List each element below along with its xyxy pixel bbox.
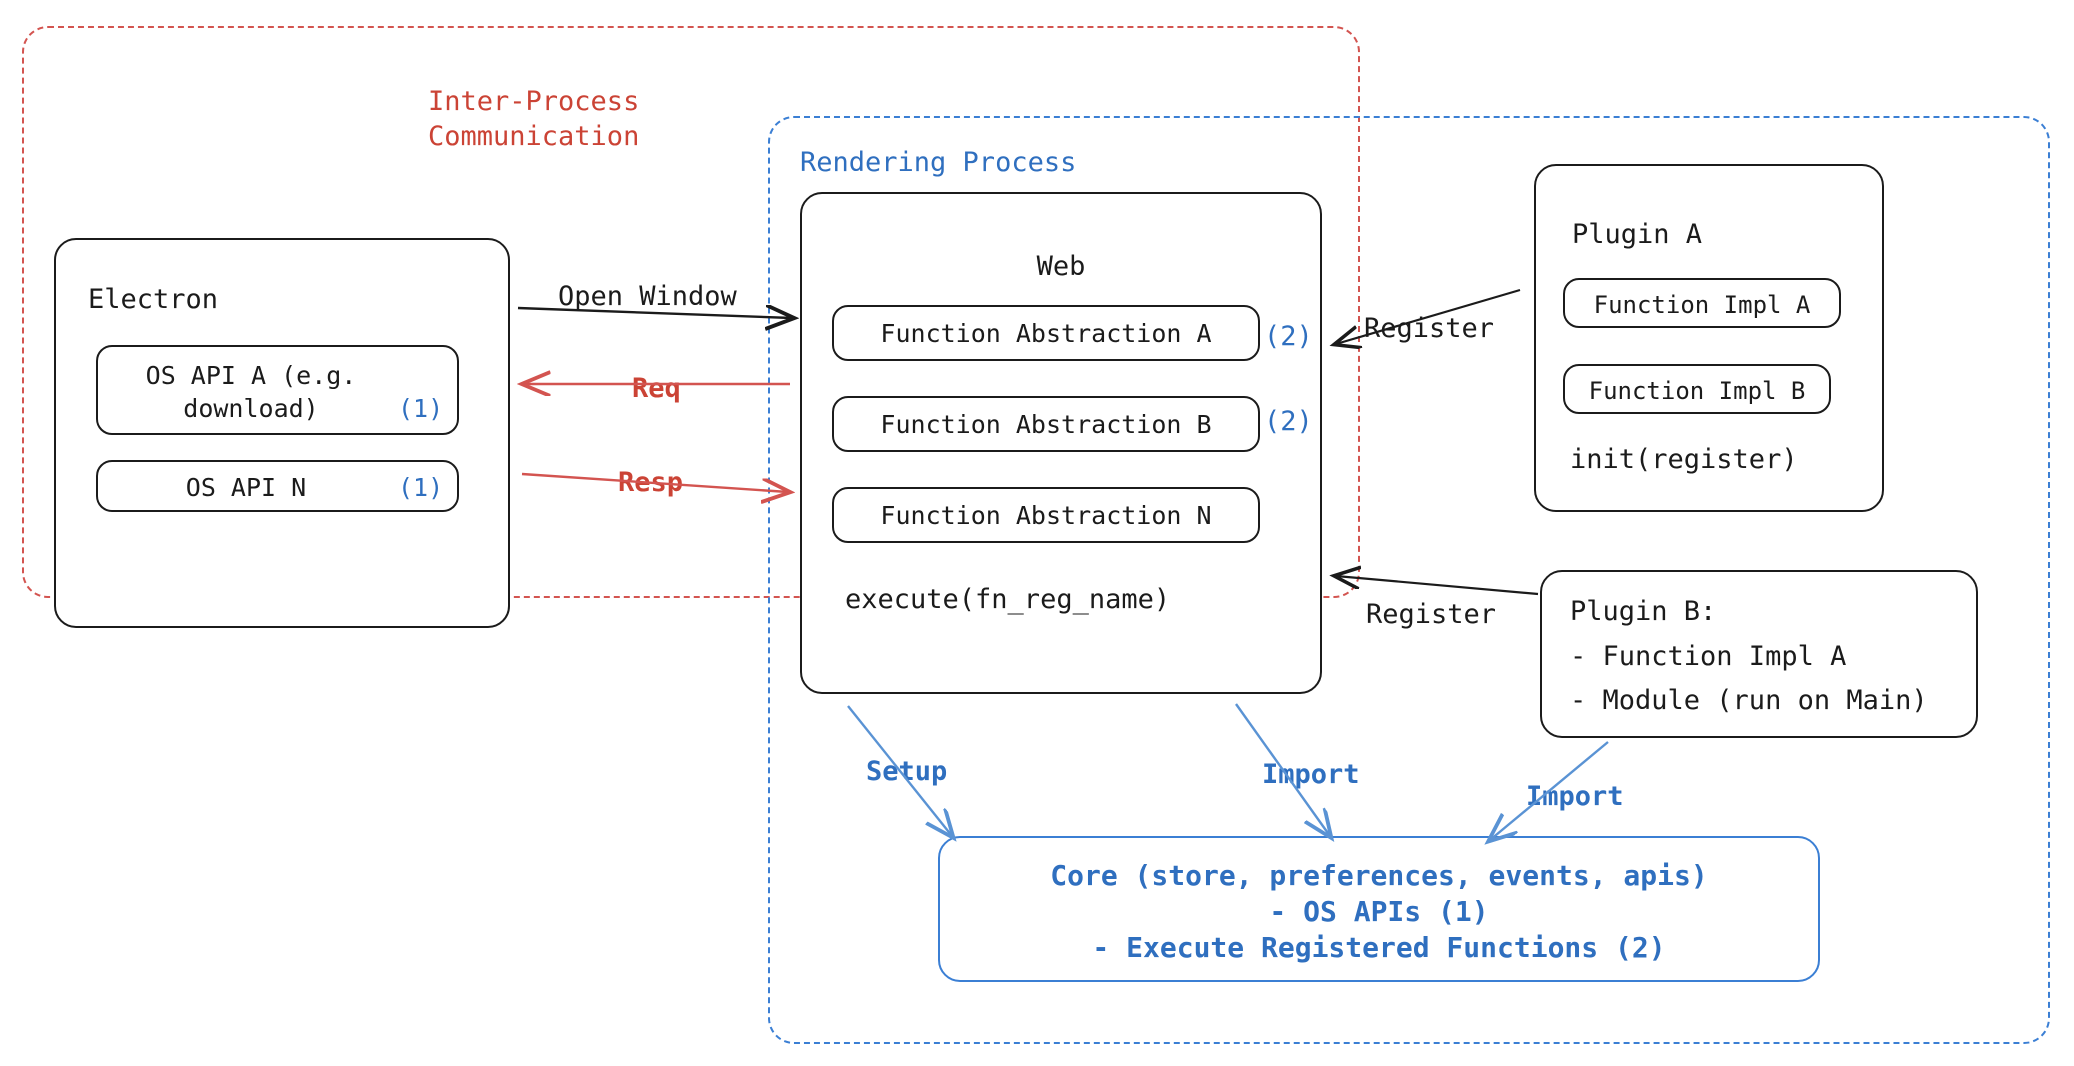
edge-label-register-plugin-b: Register — [1362, 598, 1501, 633]
plugin-a-box[interactable] — [1534, 164, 1884, 512]
function-abstraction-a-box[interactable] — [832, 305, 1260, 361]
os-api-a-label-line1: OS API A (e.g. — [145, 361, 357, 390]
function-abstraction-n-label: Function Abstraction N — [880, 501, 1212, 530]
edge-label-import-plugin-b: Import — [1522, 780, 1628, 815]
edge-label-import-web: Import — [1258, 758, 1364, 793]
plugin-b-item-function-impl-a: - Function Impl A — [1570, 641, 1847, 672]
core-line-2: - OS APIs (1) — [1269, 895, 1489, 928]
function-abstraction-b-marker: (2) — [1264, 406, 1313, 437]
edge-label-req: Req — [626, 372, 687, 407]
ipc-region-label-line1: Inter-Process — [428, 86, 640, 117]
function-abstraction-b-box[interactable] — [832, 396, 1260, 452]
plugin-b-title: Plugin B: — [1570, 596, 1717, 627]
function-impl-b-box[interactable] — [1563, 364, 1831, 414]
rendering-process-region — [768, 116, 2050, 1044]
os-api-n-marker: (1) — [398, 473, 444, 502]
os-api-n-label: OS API N — [185, 473, 307, 502]
edge-label-register-plugin-a: Register — [1360, 312, 1499, 347]
ipc-region-label-line2: Communication — [428, 121, 640, 152]
core-line-1: Core (store, preferences, events, apis) — [1050, 859, 1708, 892]
web-title: Web — [1036, 251, 1086, 282]
edge-label-resp: Resp — [612, 466, 690, 501]
os-api-n-box[interactable] — [96, 460, 459, 512]
function-impl-b-label: Function Impl B — [1588, 377, 1806, 405]
electron-title: Electron — [88, 284, 219, 315]
plugin-a-init-footer: init(register) — [1570, 444, 1798, 475]
function-abstraction-b-label: Function Abstraction B — [880, 410, 1212, 439]
function-impl-a-label: Function Impl A — [1593, 291, 1811, 319]
plugin-a-title: Plugin A — [1572, 219, 1703, 250]
core-box[interactable] — [938, 836, 1820, 982]
rendering-process-label: Rendering Process — [800, 147, 1077, 178]
function-abstraction-a-label: Function Abstraction A — [880, 319, 1212, 348]
function-abstraction-n-box[interactable] — [832, 487, 1260, 543]
web-execute-footer: execute(fn_reg_name) — [845, 584, 1171, 615]
os-api-a-marker: (1) — [398, 394, 444, 423]
function-impl-a-box[interactable] — [1563, 278, 1841, 328]
edge-label-open-window: Open Window — [558, 281, 737, 312]
function-abstraction-a-marker: (2) — [1264, 321, 1313, 352]
plugin-b-box[interactable] — [1540, 570, 1978, 738]
os-api-a-box[interactable] — [96, 345, 459, 435]
os-api-a-label-line2: download) — [183, 394, 319, 423]
edge-label-setup: Setup — [862, 755, 952, 790]
plugin-b-item-module: - Module (run on Main) — [1570, 685, 1928, 716]
core-line-3: - Execute Registered Functions (2) — [1092, 931, 1666, 964]
